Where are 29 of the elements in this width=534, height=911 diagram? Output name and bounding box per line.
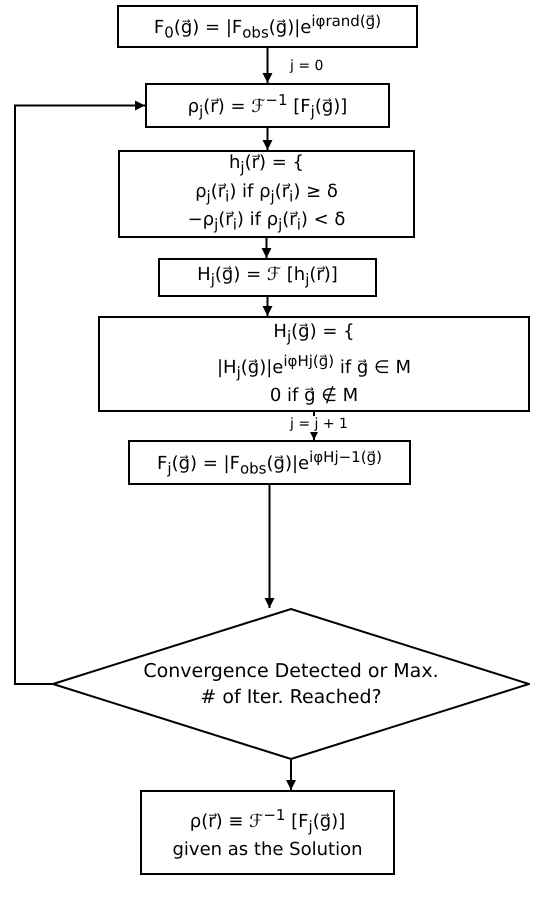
formula-text: H$_{j}$(g⃗) = {: [273, 320, 355, 348]
formula-text: H$_{j}$(g⃗) = ℱ [h$_{j}$(r⃗)]: [197, 263, 338, 291]
formula-text: −ρ$_{j}$(r⃗$_{i}$) if ρ$_{j}$(r⃗$_{i}$) < δ: [188, 208, 346, 236]
arrow: [286, 760, 296, 790]
arrow: [262, 48, 272, 83]
process-box: [128, 440, 411, 485]
formula-text: F$_{j}$(g⃗) = |F$_{obs}$(g⃗)|e$^{iφHj−1(g⃗)}$: [157, 446, 382, 480]
edge-label: j = j + 1: [288, 416, 350, 432]
arrow: [14, 100, 145, 685]
formula-text: given as the Solution: [172, 838, 362, 862]
process-box: [158, 258, 377, 297]
process-box: [140, 790, 395, 875]
formula-text: ρ(r⃗) ≡ ℱ$^{−1}$ [F$_{j}$(g⃗)]: [190, 804, 346, 838]
decision-text: Convergence Detected or Max. # of Iter. Reached?: [142, 659, 440, 710]
process-box: [117, 5, 418, 48]
formula-text: 0 if g⃗ ∉ M: [270, 384, 358, 408]
arrow: [262, 297, 272, 316]
formula-text: ρ$_{j}$(r⃗$_{i}$) if ρ$_{j}$(r⃗$_{i}$) ≥ δ: [195, 180, 338, 208]
arrow: [262, 128, 272, 150]
edge-label: j = 0: [288, 58, 326, 74]
arrow: [264, 485, 274, 608]
process-box: [145, 83, 390, 128]
arrow: [262, 238, 272, 258]
formula-text: ρ$_{j}$(r⃗) = ℱ$^{−1}$ [F$_{j}$(g⃗)]: [188, 90, 348, 122]
formula-text: h$_{j}$(r⃗) = {: [228, 151, 304, 179]
process-box: [118, 150, 415, 238]
process-box: [98, 316, 530, 412]
formula-text: |H$_{j}$(g⃗)|e$^{iφHj(g⃗)}$ if g⃗ ∈ M: [216, 350, 411, 384]
formula-text: F$_{0}$(g⃗) = |F$_{obs}$(g⃗)|e$^{iφrand(g⃗)}$: [154, 10, 382, 44]
